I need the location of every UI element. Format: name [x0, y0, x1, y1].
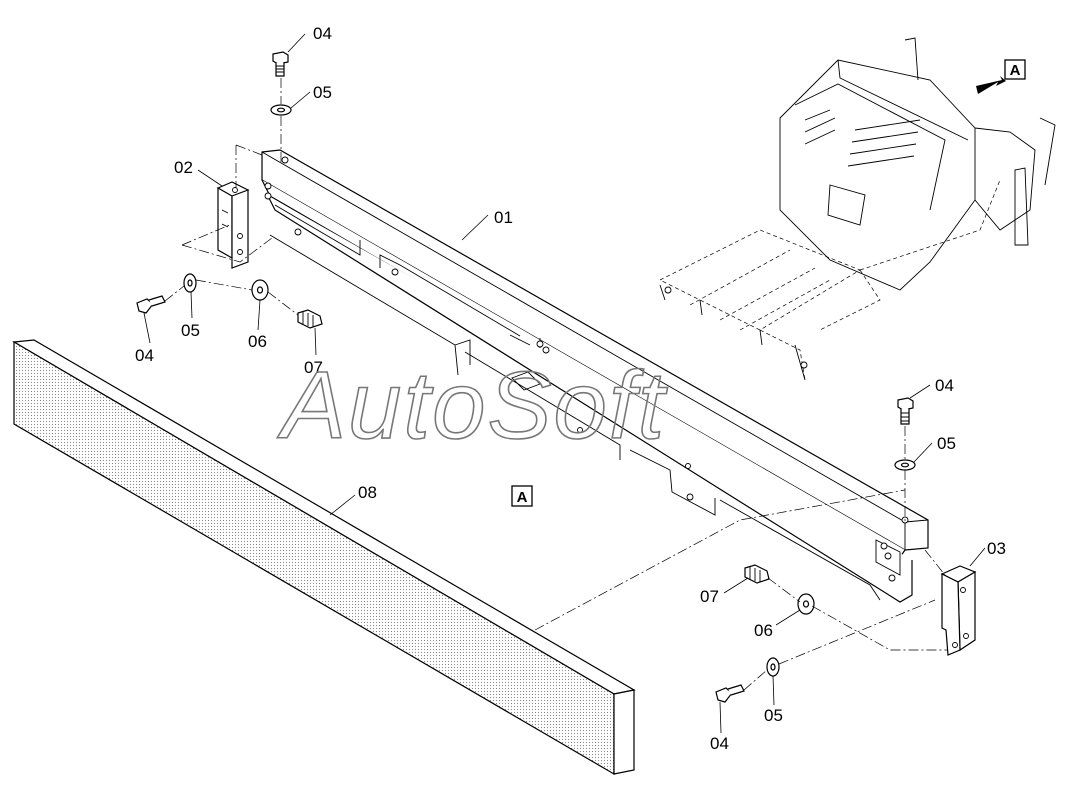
bolt-right-a: [715, 684, 745, 703]
callout-bracket-right: 03: [987, 539, 1006, 558]
leader-lines: [143, 33, 986, 734]
callout-washer-right-b: 06: [754, 621, 773, 640]
detail-marker-view-label: A: [517, 489, 528, 506]
detail-marker-view: A: [511, 485, 533, 507]
callout-bolt-right-a: 04: [710, 734, 729, 753]
bolt-right-b: [744, 564, 770, 584]
callout-beam: 01: [494, 208, 513, 227]
bolt-left-b: [297, 309, 323, 329]
watermark: AutoSoft: [277, 352, 668, 459]
bracket-left: [216, 181, 250, 269]
assembly-lines: [164, 78, 948, 691]
callout-washer-top-left: 05: [313, 83, 332, 102]
callout-bracket-left: 02: [174, 158, 193, 177]
callout-washer-right-top: 05: [937, 434, 956, 453]
callout-labels: 04 05 02 01 05 04 06 07 04 05 03 08 07 0…: [135, 24, 1006, 753]
callout-bolt-left-a: 04: [135, 346, 154, 365]
view-arrow-icon: [976, 76, 1006, 94]
bolt-top-left: [272, 51, 289, 77]
washer-right-top: [894, 459, 916, 471]
bolt-left-a: [136, 295, 166, 314]
callout-bolt-top-left: 04: [313, 24, 332, 43]
washer-left-a: [183, 273, 197, 293]
callout-bolt-left-b: 07: [304, 358, 323, 377]
callout-bolt-right-top: 04: [935, 376, 954, 395]
callout-washer-left-b: 06: [248, 332, 267, 351]
washer-right-b: [797, 593, 815, 615]
callout-washer-left-a: 05: [181, 321, 200, 340]
main-beam: [261, 149, 929, 603]
callout-strip: 08: [358, 483, 377, 502]
bolt-right-top: [897, 397, 914, 425]
bracket-right: [940, 565, 977, 656]
cover-strip: [12, 339, 636, 776]
washer-top-left: [270, 104, 292, 116]
detail-marker-arrow-label: A: [1010, 62, 1021, 79]
machine-overview: [659, 37, 1056, 381]
callout-washer-right-a: 05: [764, 706, 783, 725]
detail-marker-arrow: A: [1004, 59, 1026, 80]
callout-bolt-right-b: 07: [700, 587, 719, 606]
washer-right-a: [766, 657, 780, 677]
washer-left-b: [251, 279, 269, 301]
